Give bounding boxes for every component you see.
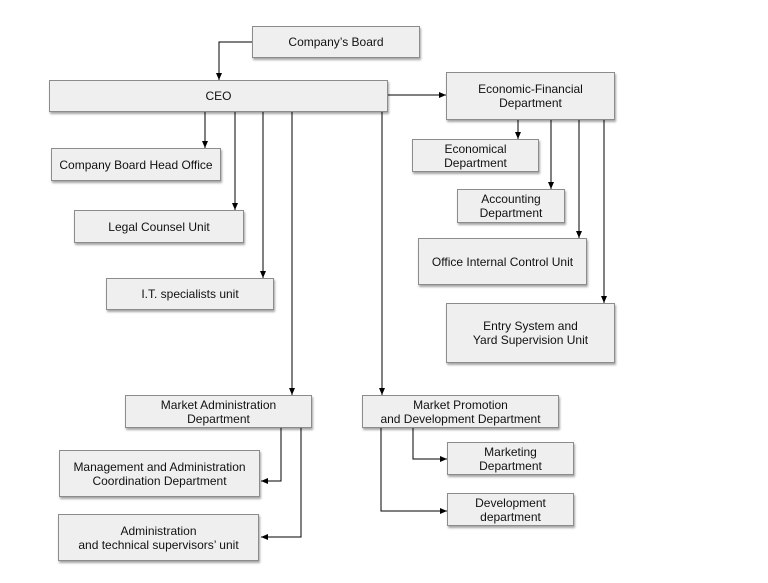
node-economical-department: Economical Department bbox=[412, 139, 539, 172]
node-company-board: Company’s Board bbox=[252, 26, 420, 58]
connector-marketpromo-development bbox=[380, 428, 447, 514]
node-development-department: Development department bbox=[447, 493, 574, 526]
node-economic-financial-department: Economic-Financial Department bbox=[446, 72, 615, 120]
node-market-administration-department: Market Administration Department bbox=[125, 395, 312, 428]
node-it-specialists-unit: I.T. specialists unit bbox=[106, 278, 274, 310]
node-office-internal-control-unit: Office Internal Control Unit bbox=[418, 238, 587, 285]
node-entry-system-yard-supervision-unit: Entry System and Yard Supervision Unit bbox=[446, 303, 615, 363]
connector-marketadmin-mgmt bbox=[261, 428, 282, 484]
node-accounting-department: Accounting Department bbox=[457, 189, 565, 223]
connector-board-ceo bbox=[216, 41, 252, 80]
node-ceo: CEO bbox=[49, 80, 388, 112]
node-company-board-head-office: Company Board Head Office bbox=[51, 148, 221, 181]
node-marketing-department: Marketing Department bbox=[447, 442, 574, 475]
node-legal-counsel-unit: Legal Counsel Unit bbox=[74, 210, 244, 243]
node-administration-technical-supervisors-unit: Administration and technical supervisors… bbox=[58, 514, 259, 561]
node-market-promotion-development-department: Market Promotion and Development Departm… bbox=[362, 395, 559, 428]
connector-marketpromo-marketing bbox=[412, 428, 447, 462]
node-management-administration-coordination-department: Management and Administration Coordinati… bbox=[59, 450, 260, 497]
connector-marketadmin-admintech bbox=[261, 428, 302, 540]
